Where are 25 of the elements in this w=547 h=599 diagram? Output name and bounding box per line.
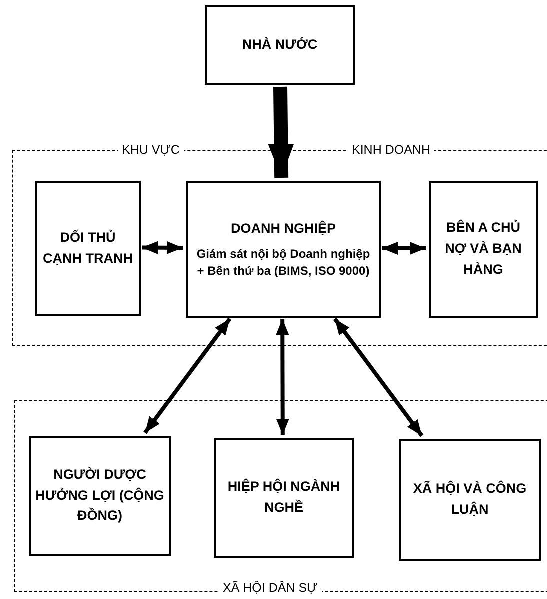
dashed-region [14,400,547,592]
box-heading: BÊN A CHỦ NỢ VÀ BẠN HÀNG [444,218,523,279]
double-arrow [142,241,183,254]
entity-box [35,181,141,316]
arrow [268,86,294,178]
double-arrow [276,319,290,435]
double-arrow [382,242,426,255]
box-text: Giám sát nội bộ Doanh nghiệp + Bên thứ ba (BIMS, ISO 9000) [196,246,372,280]
entity-box [429,181,538,318]
entity-box [399,439,541,561]
region-title: KHU VỰC [118,143,184,157]
entity-box [205,5,355,85]
box-heading: NHÀ NƯỚC [242,36,318,54]
entity-box [29,436,171,556]
box-heading: NGƯỜI DƯỢC HƯỞNG LỢI (CỘNG ĐỒNG) [35,466,165,526]
box-heading: XÃ HỘI VÀ CÔNG LUẬN [412,480,528,519]
box-heading: HIỆP HỘI NGÀNH NGHỀ [226,478,342,517]
box-heading: DỐI THỦ CẠNH TRANH [42,228,134,268]
box-heading: DOANH NGHIỆP [230,220,336,238]
entity-box [214,438,354,558]
region-title: XÃ HỘI DÂN SỰ [219,581,322,595]
entity-box [186,181,381,318]
double-arrow [333,318,424,438]
double-arrow [144,318,232,434]
region-title: KINH DOANH [348,143,434,157]
